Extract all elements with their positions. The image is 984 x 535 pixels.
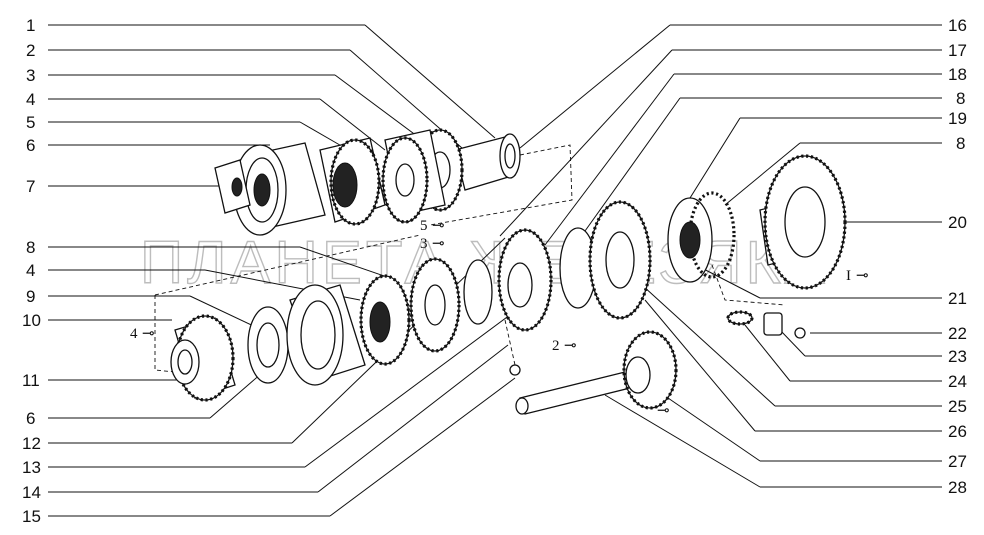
synchro-hub-part-4 [319,137,386,226]
label-right-8a: 8 [956,89,965,108]
label-left-4: 4 [26,90,35,109]
position-callouts: 5 ⊸ 3 ⊸ 4 ⊸ 2 ⊸ I ⊸ ⊸ [130,218,869,419]
part-numbers-right: 16 17 18 8 19 8 20 21 22 23 24 25 26 27 … [948,16,967,497]
upper-assembly [214,128,521,236]
label-left-14: 14 [22,483,41,502]
label-right-8b: 8 [956,134,965,153]
label-left-5: 5 [26,113,35,132]
part-numbers-left: 1 2 3 4 5 6 7 8 4 9 10 11 6 12 13 14 15 [22,16,41,526]
label-right-27: 27 [948,452,967,471]
spring-part-23 [726,310,754,326]
label-left-4b: 4 [26,261,35,280]
gear-part-18 [497,228,553,332]
label-right-20: 20 [948,213,967,232]
gear-part-11 [170,314,236,402]
bushing [463,259,493,325]
guide-lines [154,144,786,373]
label-left-13: 13 [22,458,41,477]
label-left-1: 1 [26,16,35,35]
label-right-17: 17 [948,41,967,60]
label-left-8: 8 [26,238,35,257]
ball-part-22 [794,327,806,339]
shaft-part-1 [454,133,521,191]
sleeve-part-6 [233,142,326,236]
label-right-21: 21 [948,289,967,308]
label-left-11: 11 [22,371,40,390]
callout-1: I [846,268,851,284]
ring-part-10 [247,306,289,384]
svg-text:⊸: ⊸ [856,268,869,284]
label-right-25: 25 [948,397,967,416]
synchro-sleeve-part-12 [286,284,366,386]
lock-plate-part-7 [214,159,251,214]
label-right-24: 24 [948,372,967,391]
reverse-shaft-part-28 [515,371,631,415]
gear-part-20 [759,154,847,290]
label-left-7: 7 [26,177,35,196]
label-right-16: 16 [948,16,967,35]
label-right-19: 19 [948,109,967,128]
label-left-2: 2 [26,41,35,60]
callout-4: 4 [130,326,138,342]
label-right-26: 26 [948,422,967,441]
lower-assembly [170,154,847,415]
svg-text:⊸: ⊸ [432,218,445,234]
gear-part-14 [409,257,461,353]
label-left-6: 6 [26,136,35,155]
label-left-6b: 6 [26,409,35,428]
synchro-hub-part-13 [359,274,411,366]
gear-part-3 [381,129,446,224]
label-right-18: 18 [948,65,967,84]
callout-5: 5 [420,218,428,234]
svg-text:⊸: ⊸ [657,403,670,419]
label-left-15: 15 [22,507,41,526]
label-left-10: 10 [22,311,41,330]
ball-part-15 [509,364,521,376]
label-left-3: 3 [26,66,35,85]
reverse-gear-part-27 [622,330,678,410]
svg-text:⊸: ⊸ [142,326,155,342]
synchro-hub-part-24 [667,191,736,283]
plunger-part-23 [763,312,783,336]
svg-text:⊸: ⊸ [432,236,445,252]
leader-lines-right [499,24,942,488]
label-left-12: 12 [22,434,41,453]
label-right-23: 23 [948,347,967,366]
callout-3: 3 [420,236,428,252]
label-right-28: 28 [948,478,967,497]
leader-lines-left [48,24,531,517]
label-right-22: 22 [948,324,967,343]
callout-2: 2 [552,338,560,354]
label-left-9: 9 [26,287,35,306]
svg-text:⊸: ⊸ [564,338,577,354]
gear-part-26 [588,200,652,320]
